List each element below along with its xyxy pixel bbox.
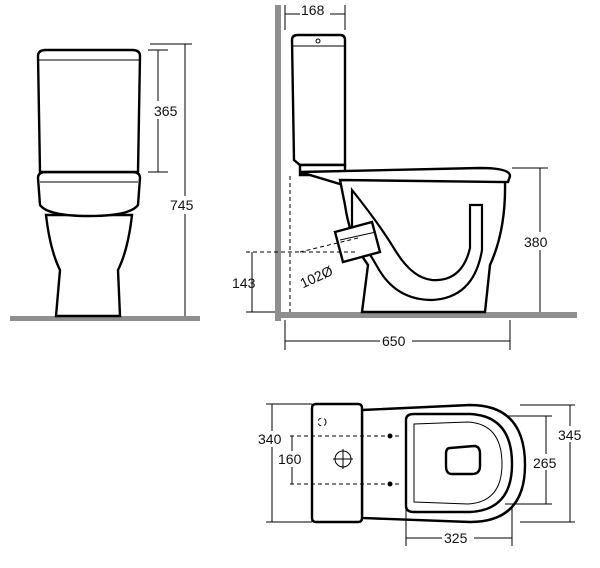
side-outlet-axis — [299, 237, 359, 253]
dim-168-bg — [300, 2, 330, 18]
front-pedestal — [44, 213, 134, 318]
dim-325-label: 325 — [444, 530, 468, 546]
dim-265-label: 265 — [533, 455, 557, 471]
dim-365-bg — [154, 101, 184, 119]
dim-345-bg — [556, 426, 590, 442]
front-bowl — [36, 170, 142, 218]
dim-325-bg — [442, 530, 474, 546]
front-cistern — [36, 48, 142, 174]
dim-650-label: 650 — [382, 333, 406, 349]
dim-340-label: 340 — [258, 431, 282, 447]
side-floor — [275, 312, 577, 318]
dim-345-label: 345 — [558, 427, 582, 443]
dim-168-label: 168 — [301, 2, 325, 18]
dim-745-label: 745 — [170, 197, 194, 213]
plan-view: 340 160 345 265 325 — [257, 402, 590, 546]
dim-380-label: 380 — [524, 234, 548, 250]
side-cistern — [290, 33, 347, 167]
dim-160-bg — [276, 451, 308, 467]
dim-745-bg — [169, 196, 201, 214]
dim-143-label: 143 — [232, 275, 256, 291]
side-wall — [275, 5, 281, 321]
side-flush-button-icon — [315, 38, 321, 44]
dim-265-bg — [531, 454, 565, 470]
plan-seat-inner — [413, 421, 503, 505]
dim-650-bg — [380, 333, 412, 349]
dim-160-label: 160 — [278, 451, 302, 467]
dim-365-label: 365 — [154, 103, 178, 119]
front-floor — [10, 316, 200, 321]
dim-380-bg — [523, 232, 555, 250]
dim-outlet-diameter-label: 102Ø — [297, 262, 335, 291]
front-view: 365 745 — [10, 43, 201, 321]
plan-cistern — [310, 402, 364, 524]
plan-drain — [444, 444, 482, 476]
side-trapway — [350, 186, 484, 302]
side-outlet-inner — [339, 231, 377, 241]
plan-fixing-hole-icon — [317, 417, 327, 427]
side-view: 143 102Ø 168 380 650 — [232, 2, 577, 350]
dim-340-bg — [257, 431, 289, 447]
